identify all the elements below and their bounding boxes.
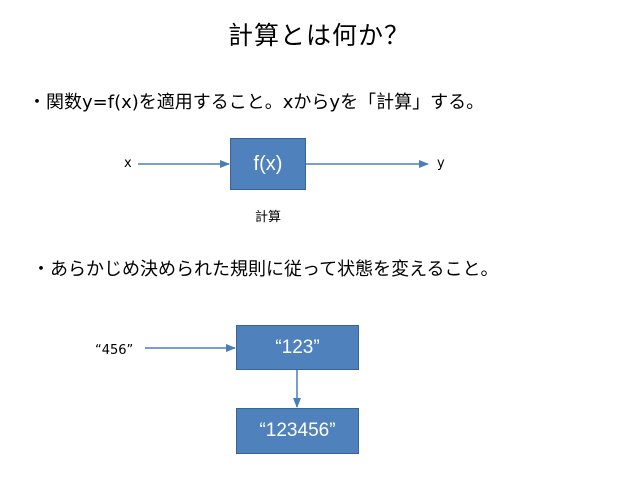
input-x-label: x — [124, 156, 132, 171]
bullet-function: ・関数y=f(x)を適用すること。xからyを「計算」する。 — [28, 92, 485, 113]
page-title: 計算とは何か？ — [227, 21, 410, 50]
computation-caption: 計算 — [255, 210, 282, 225]
output-y-label: y — [437, 156, 445, 171]
bullet-state-change: ・あらかじめ決められた規則に従って状態を変えること。 — [32, 259, 499, 280]
function-box-label: f(x) — [253, 152, 283, 175]
state-box-123: “123” — [236, 325, 359, 370]
function-box: f(x) — [230, 138, 306, 190]
state-box-123456: “123456” — [236, 408, 359, 454]
state-box-123456-label: “123456” — [259, 420, 336, 441]
state-box-123-label: “123” — [275, 336, 320, 358]
input-456-label: “456” — [95, 343, 134, 358]
